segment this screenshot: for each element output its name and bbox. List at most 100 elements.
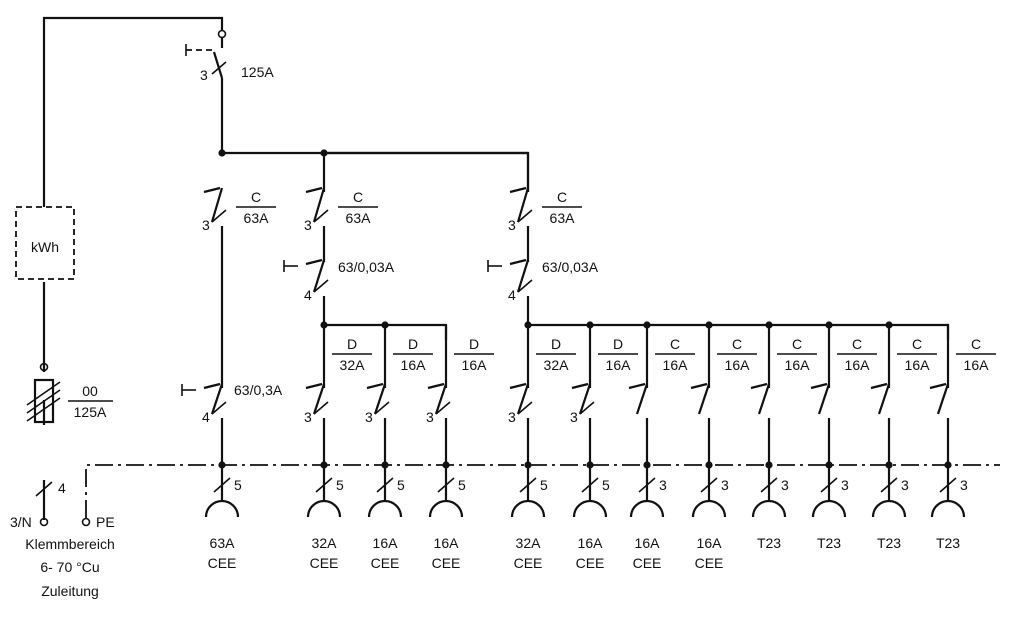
pole-count: 4 [202,409,210,425]
pe-junction [320,461,328,469]
pole-tick [435,401,451,415]
cable-tick [437,477,455,493]
socket-icon [629,499,665,518]
pe-junction [586,461,594,469]
branch-breaker [690,382,711,415]
outlet-rating: T23 [757,535,781,551]
rating-characteristic: C [732,336,742,352]
outlet-type: CEE [432,555,461,571]
outlet-type: CEE [514,555,543,571]
breaker-lever [750,382,768,390]
pole-count: 3 [570,409,578,425]
cable-core-count: 3 [781,477,789,493]
breaker-lever [305,382,323,390]
group-rcd-rating: 63/0,03A [542,259,599,275]
group-rcd: 4 [487,258,533,303]
cable-core-count: 3 [721,477,729,493]
socket-icon [930,499,966,518]
cable-core-count: 3 [841,477,849,493]
pe-junction [765,461,773,469]
pe-junction [381,461,389,469]
main-switch: 3 125A [185,29,274,153]
outlet-type: CEE [310,555,339,571]
socket-icon [306,499,342,518]
svg-text:00: 00 [82,383,98,399]
rating-characteristic: C [353,189,363,205]
pole-tick [313,279,329,293]
cable-tick [519,477,537,493]
pole-count: 3 [426,409,434,425]
group-2: 3 C 63A 4 63/0,03A [283,153,395,325]
pe-junction [825,461,833,469]
cable-core-count: 5 [602,477,610,493]
breaker-lever [929,382,947,390]
rating-characteristic: D [551,336,561,352]
breaker-lever [628,382,646,390]
breaker-contact [210,383,224,415]
cable-core-count: 5 [458,477,466,493]
cable-tick [880,477,898,493]
socket-icon [691,499,727,518]
branch-breaker-rating: C 16A [777,336,817,373]
cable-tick [638,477,656,493]
svg-text:kWh: kWh [31,239,59,255]
branch-breaker: 3 [570,382,595,425]
socket-icon [572,499,608,518]
pe-junction [524,461,532,469]
breaker-contact [516,187,530,223]
group-rcd: 4 [283,258,329,303]
breaker-lever [690,382,708,390]
branch-breaker: 3 [304,382,329,425]
breaker-contact [936,383,950,415]
cable-tick [939,477,957,493]
rating-current: 16A [462,357,488,373]
outlet-rating: T23 [817,535,841,551]
pole-tick [579,401,595,415]
pole-tick [517,209,533,223]
breaker-lever [203,186,221,194]
outlet-type: CEE [576,555,605,571]
rating-characteristic: C [792,336,802,352]
breaker-contact [312,187,326,223]
cable-tick [581,477,599,493]
outlet-rating: 32A [312,535,338,551]
breaker-contact [516,383,530,415]
rating-current: 16A [785,357,811,373]
rating-current: 16A [401,357,427,373]
outlet-rating: 16A [697,535,723,551]
breaker-lever [509,258,527,266]
svg-text:6- 70 °Cu: 6- 70 °Cu [40,559,99,575]
pole-tick [374,401,390,415]
group-mcb: 3 [304,186,329,233]
rating-current: 63A [346,210,372,226]
rating-current: 16A [606,357,632,373]
meter-terminal-icon [39,362,49,372]
supply-feed [42,16,224,520]
outlet-type: CEE [371,555,400,571]
pole-count: 3 [508,409,516,425]
cable-core-count: 5 [336,477,344,493]
socket-icon [428,499,464,518]
pe-junction [643,461,651,469]
rating-characteristic: C [557,189,567,205]
pole-tick [313,209,329,223]
svg-text:PE: PE [96,514,115,530]
branch-breaker [628,382,649,415]
breaker-contact [516,259,530,293]
rating-characteristic: C [852,336,862,352]
group-rcd-rating: 63/0,03A [338,259,395,275]
